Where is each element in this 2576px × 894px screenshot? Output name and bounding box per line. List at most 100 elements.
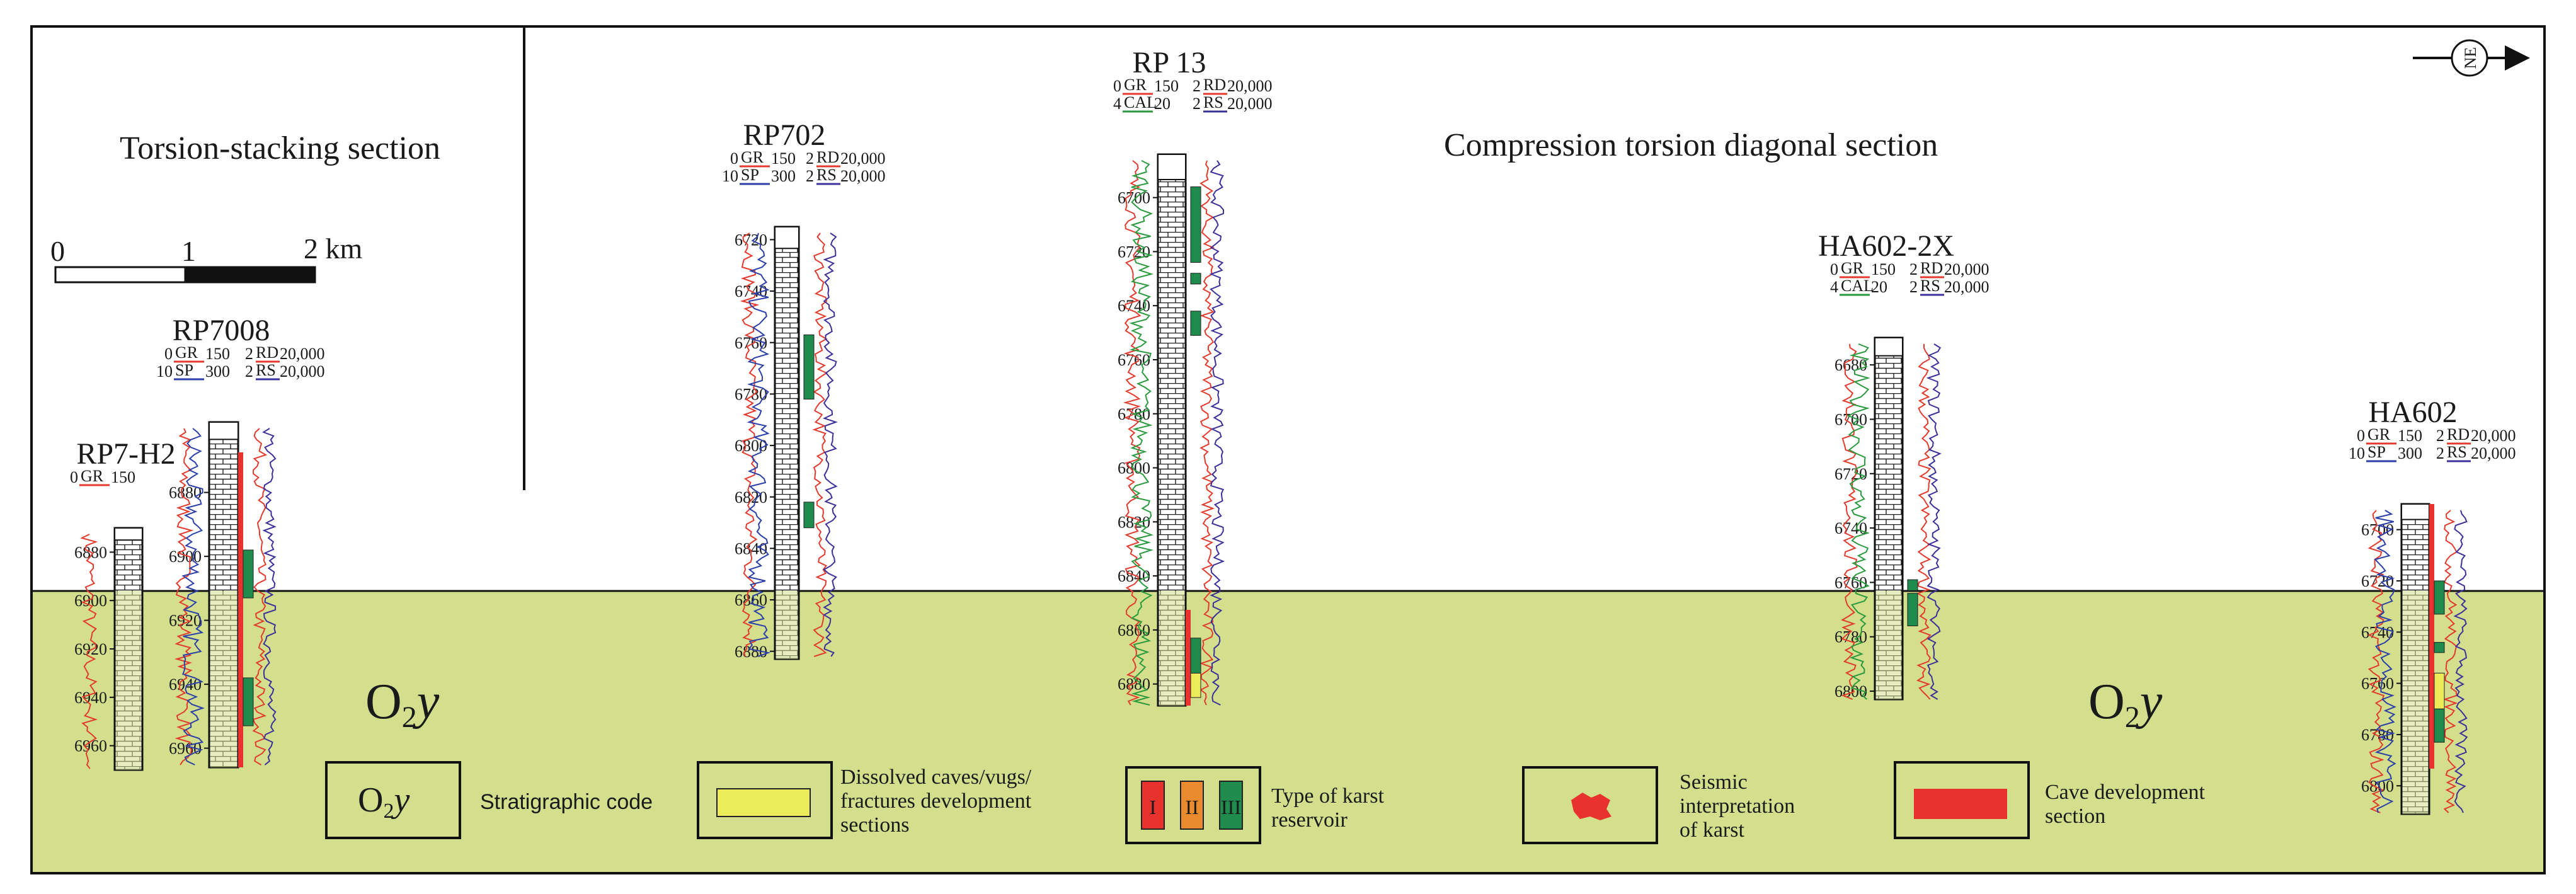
svg-text:O2y: O2y bbox=[365, 674, 440, 734]
svg-text:0: 0 bbox=[70, 468, 78, 486]
curve-rd-rp7008 bbox=[252, 428, 268, 765]
karst-type-III: III bbox=[1221, 796, 1241, 818]
svg-text:150: 150 bbox=[771, 149, 796, 168]
karst-type-I: I bbox=[1150, 796, 1157, 818]
well-name-ha602: HA602 bbox=[2368, 396, 2457, 429]
scale-start-label: 0 bbox=[50, 235, 65, 267]
cave-development-ha602 bbox=[2429, 504, 2434, 769]
svg-text:SP: SP bbox=[741, 166, 759, 184]
north-arrow-label: NE bbox=[2461, 47, 2480, 69]
left-section-title: Torsion-stacking section bbox=[120, 130, 440, 166]
depth-tick-rp7-h2-6960: 6960 bbox=[74, 737, 115, 755]
svg-text:2: 2 bbox=[806, 167, 814, 185]
svg-text:6940: 6940 bbox=[74, 689, 107, 707]
figure-frame bbox=[30, 25, 2546, 874]
svg-text:300: 300 bbox=[2398, 444, 2422, 462]
legend-item-strat: O2y Stratigraphic code bbox=[325, 761, 653, 839]
legend-label-karst-type: Type of karst reservoir bbox=[1271, 784, 1389, 832]
legend-item-karst-type: I II III Type of karst reservoir bbox=[1125, 766, 1389, 844]
svg-text:GR: GR bbox=[1841, 259, 1864, 277]
depth-tick-rp-13-6800: 6800 bbox=[1118, 459, 1158, 478]
karst-interval-rp7008-1 bbox=[243, 549, 254, 599]
svg-text:CAL: CAL bbox=[1841, 277, 1874, 295]
svg-text:RS: RS bbox=[1920, 277, 1940, 295]
depth-tick-rp702-6840: 6840 bbox=[735, 539, 775, 558]
svg-text:20,000: 20,000 bbox=[1227, 95, 1273, 113]
well-name-rp702: RP702 bbox=[743, 118, 826, 152]
depth-tick-rp7-h2-6880: 6880 bbox=[74, 543, 115, 561]
svg-text:150: 150 bbox=[205, 345, 230, 363]
cave-development-rp-13 bbox=[1186, 610, 1191, 706]
karst-interval-rp702-2 bbox=[803, 501, 815, 529]
depth-tick-rp7-h2-6920: 6920 bbox=[74, 640, 115, 658]
svg-text:6800: 6800 bbox=[735, 437, 767, 455]
curve-sp-rp702 bbox=[747, 232, 771, 657]
svg-text:6720: 6720 bbox=[735, 231, 767, 249]
karst-interval-ha602-4 bbox=[2434, 708, 2445, 743]
depth-tick-rp7008-6960: 6960 bbox=[169, 740, 209, 758]
svg-text:0: 0 bbox=[1830, 260, 1838, 278]
svg-text:20,000: 20,000 bbox=[280, 362, 325, 381]
svg-text:2: 2 bbox=[1909, 260, 1918, 278]
depth-tick-rp702-6800: 6800 bbox=[735, 437, 775, 455]
svg-text:2: 2 bbox=[2436, 427, 2444, 445]
depth-tick-ha602-2x-6740: 6740 bbox=[1835, 519, 1875, 537]
depth-tick-ha602-2x-6720: 6720 bbox=[1835, 465, 1875, 483]
depth-tick-ha602-2x-6680: 6680 bbox=[1835, 356, 1875, 374]
karst-interval-rp-13-2 bbox=[1190, 273, 1201, 285]
svg-text:4: 4 bbox=[1113, 95, 1121, 113]
depth-tick-rp-13-6840: 6840 bbox=[1118, 567, 1158, 585]
well-name-ha602-2x: HA602-2X bbox=[1818, 229, 1954, 263]
svg-text:GR: GR bbox=[2367, 425, 2391, 444]
svg-text:RS: RS bbox=[256, 361, 276, 379]
svg-text:20,000: 20,000 bbox=[280, 345, 325, 363]
formation-fill bbox=[31, 591, 2545, 873]
karst-type-II: II bbox=[1185, 796, 1198, 818]
svg-text:300: 300 bbox=[771, 167, 796, 185]
well-name-rp7008: RP7008 bbox=[173, 314, 270, 347]
karst-interval-rp-13-4 bbox=[1190, 638, 1201, 674]
svg-text:20,000: 20,000 bbox=[840, 149, 886, 168]
karst-interval-ha602-3 bbox=[2434, 672, 2445, 709]
curve-rd-rp702 bbox=[812, 232, 828, 657]
svg-text:6920: 6920 bbox=[74, 640, 107, 658]
legend-item-seismic: Seismic interpretation of karst bbox=[1522, 766, 1800, 844]
depth-tick-ha602-6760: 6760 bbox=[2361, 675, 2401, 693]
svg-text:2: 2 bbox=[245, 362, 253, 381]
strat-code-label-right: O2y bbox=[2088, 674, 2163, 734]
svg-text:6820: 6820 bbox=[735, 488, 767, 507]
svg-text:GR: GR bbox=[175, 343, 198, 362]
svg-text:20,000: 20,000 bbox=[1227, 77, 1273, 95]
scale-end-label: 2 km bbox=[304, 232, 363, 265]
svg-text:10: 10 bbox=[156, 362, 173, 381]
svg-text:6700: 6700 bbox=[2361, 521, 2394, 539]
depth-tick-rp-13-6740: 6740 bbox=[1118, 297, 1158, 315]
svg-text:2: 2 bbox=[245, 345, 253, 363]
svg-text:O2y: O2y bbox=[2088, 674, 2163, 734]
svg-text:20: 20 bbox=[1154, 95, 1171, 113]
cave-development-rp7008 bbox=[238, 452, 243, 767]
svg-text:150: 150 bbox=[1154, 77, 1179, 95]
seismic-karst-icon bbox=[1571, 793, 1611, 820]
svg-text:10: 10 bbox=[2349, 444, 2365, 462]
svg-text:RD: RD bbox=[816, 148, 839, 166]
svg-text:6860: 6860 bbox=[1118, 621, 1150, 639]
karst-interval-rp702-1 bbox=[803, 335, 815, 400]
depth-tick-ha602-2x-6700: 6700 bbox=[1835, 410, 1875, 428]
svg-text:20,000: 20,000 bbox=[840, 167, 886, 185]
strat-code-label-left: O2y bbox=[365, 674, 440, 734]
curve-cal-ha602-2x bbox=[1846, 343, 1870, 700]
legend-item-cave-dev: Cave development section bbox=[1894, 761, 2206, 839]
svg-text:10: 10 bbox=[722, 167, 738, 185]
svg-text:6760: 6760 bbox=[1118, 351, 1150, 369]
legend-label-seismic: Seismic interpretation of karst bbox=[1680, 771, 1800, 842]
